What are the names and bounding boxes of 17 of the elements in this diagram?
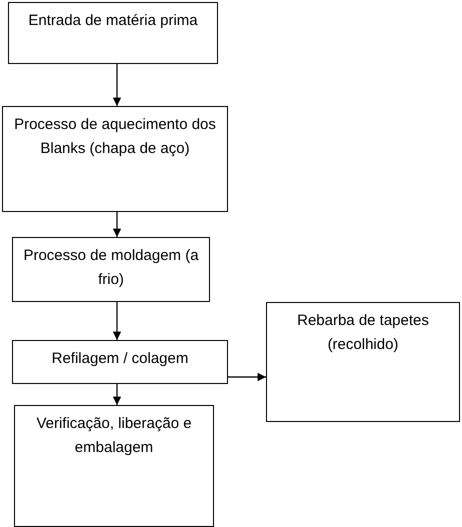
process-box bbox=[14, 405, 214, 527]
arrow bbox=[228, 372, 266, 382]
process-box bbox=[2, 106, 228, 212]
box-text: Processo de aquecimento dos Blanks (chapa de aço) bbox=[13, 115, 217, 159]
arrow bbox=[112, 384, 122, 405]
process-box bbox=[12, 340, 228, 384]
arrow bbox=[112, 302, 122, 340]
box-text: Refilagem / colagem bbox=[52, 349, 188, 369]
process-box bbox=[266, 302, 460, 422]
process-box bbox=[12, 237, 210, 302]
arrow bbox=[112, 64, 122, 106]
process-box bbox=[8, 2, 218, 64]
box-text: Entrada de matéria prima bbox=[28, 11, 198, 31]
arrow bbox=[112, 212, 122, 237]
box-text: Verificação, liberação e embalagem bbox=[35, 414, 193, 458]
box-text: Processo de moldagem (a frio) bbox=[22, 246, 200, 290]
box-text: Rebarba de tapetes (recolhido) bbox=[296, 311, 430, 355]
